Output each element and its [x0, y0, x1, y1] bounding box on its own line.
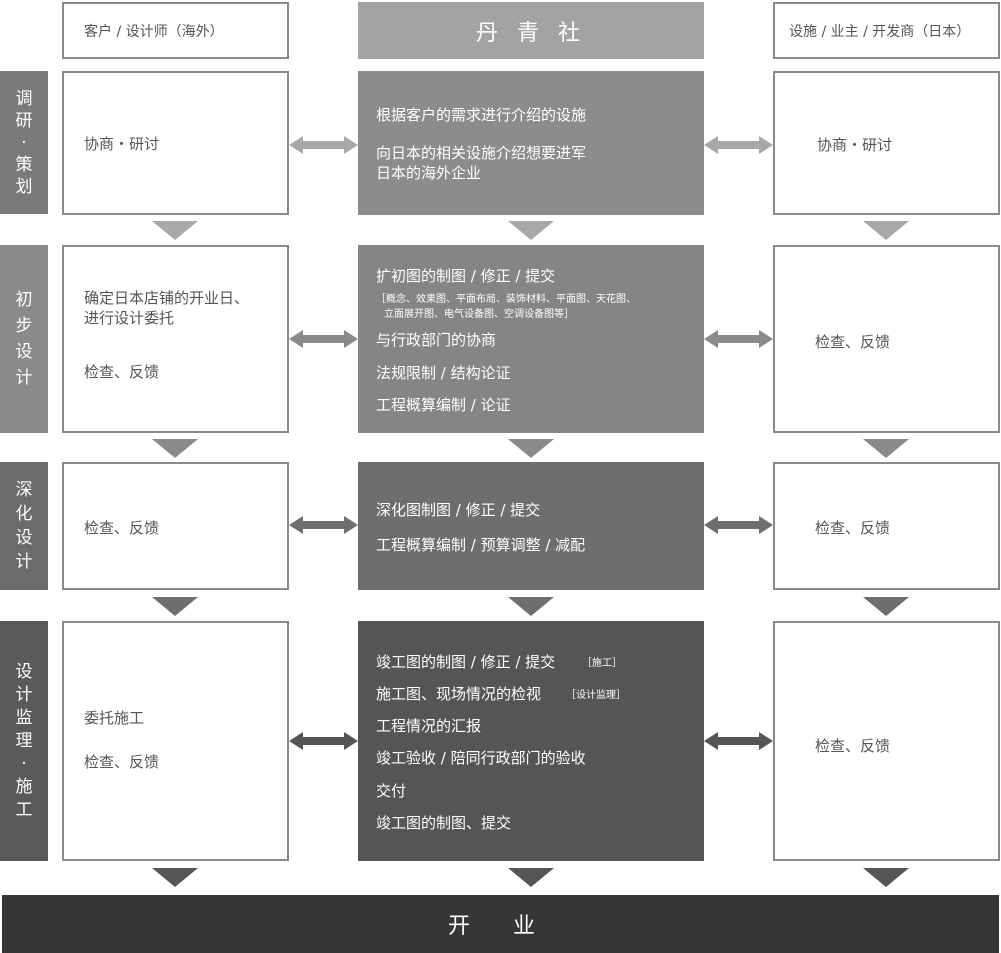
- owner-text: 检查、反馈: [815, 737, 891, 755]
- stage-char: ·: [21, 753, 27, 774]
- stage-char: 计: [15, 368, 33, 388]
- stage-char: 设: [15, 528, 33, 548]
- down-arrow-icon: [863, 439, 909, 458]
- header-right: 设施 / 业主 / 开发商（日本）: [773, 2, 1000, 59]
- header-left: 客户 / 设计师（海外）: [62, 2, 289, 59]
- danqing-box-preliminary: 扩初图的制图 / 修正 / 提交 ［概念、效果图、平面布局、装饰材料、平面图、天…: [358, 245, 704, 433]
- opening-banner: 开 业: [2, 895, 999, 953]
- client-box-construction: 委托施工 检查、反馈: [62, 621, 289, 861]
- stage-char: ·: [21, 132, 27, 153]
- down-arrow-icon: [863, 221, 909, 240]
- client-text: 进行设计委托: [84, 309, 175, 327]
- stage-char: 调: [15, 88, 33, 109]
- danqing-text: 工程概算编制 / 论证: [376, 396, 511, 414]
- stage-char: 研: [15, 110, 33, 131]
- down-arrow-icon: [863, 868, 909, 887]
- opening-text: 开 业: [448, 914, 553, 939]
- danqing-note: ［施工］: [582, 658, 622, 669]
- client-text: 确定日本店铺的开业日、: [84, 289, 250, 307]
- danqing-text: 工程概算编制 / 预算调整 / 减配: [376, 536, 586, 554]
- stage-char: 监: [15, 707, 33, 728]
- danqing-text: 深化图制图 / 修正 / 提交: [376, 501, 541, 519]
- down-arrow-icon: [508, 439, 554, 458]
- client-text: 检查、反馈: [84, 753, 160, 771]
- client-text: 委托施工: [84, 709, 145, 727]
- double-arrow-icon: [289, 136, 358, 154]
- header-left-text: 客户 / 设计师（海外）: [84, 23, 224, 40]
- down-arrow-icon: [508, 221, 554, 240]
- stage-char: 设: [15, 661, 33, 682]
- stage-char: 初: [15, 290, 33, 310]
- client-box-preliminary: 确定日本店铺的开业日、 进行设计委托 检查、反馈: [62, 245, 289, 433]
- stage-char: 计: [15, 684, 33, 705]
- danqing-box-detailed: 深化图制图 / 修正 / 提交 工程概算编制 / 预算调整 / 减配: [358, 462, 704, 590]
- stage-char: 划: [15, 176, 33, 197]
- double-arrow-icon: [704, 732, 773, 750]
- owner-box-construction: 检查、反馈: [773, 621, 1000, 861]
- header-center-text: 丹 青 社: [476, 20, 586, 46]
- down-arrow-icon: [152, 868, 198, 887]
- double-arrow-icon: [289, 330, 358, 348]
- stage-preliminary-design: 初 步 设 计: [0, 245, 48, 433]
- danqing-text: 法规限制 / 结构论证: [376, 364, 511, 382]
- stage-char: 策: [15, 154, 33, 175]
- double-arrow-icon: [704, 516, 773, 534]
- danqing-text: 扩初图的制图 / 修正 / 提交: [376, 267, 556, 285]
- stage-research: 调 研 · 策 划: [0, 71, 48, 214]
- down-arrow-icon: [152, 221, 198, 240]
- danqing-text: 工程情况的汇报: [376, 717, 482, 735]
- stage-supervision-construction: 设 计 监 理 · 施 工: [0, 621, 48, 861]
- down-arrow-icon: [863, 597, 909, 616]
- double-arrow-icon: [704, 330, 773, 348]
- client-text: 协商・研讨: [84, 135, 160, 153]
- client-box-detailed: 检查、反馈: [62, 462, 289, 590]
- client-text: 检查、反馈: [84, 363, 160, 381]
- owner-box-detailed: 检查、反馈: [773, 462, 1000, 590]
- owner-text: 检查、反馈: [815, 519, 891, 537]
- danqing-note: 立面展开图、电气设备图、空调设备图等］: [384, 309, 574, 320]
- danqing-note: ［概念、效果图、平面布局、装饰材料、平面图、天花图、: [376, 294, 636, 305]
- danqing-text: 竣工验收 / 陪同行政部门的验收: [376, 749, 586, 767]
- double-arrow-icon: [289, 732, 358, 750]
- stage-char: 计: [15, 552, 33, 572]
- stage-char: 步: [15, 316, 33, 336]
- danqing-text: 施工图、现场情况的检视: [376, 685, 542, 703]
- stage-detailed-design: 深 化 设 计: [0, 462, 48, 590]
- danqing-text: 根据客户的需求进行介绍的设施: [376, 106, 587, 124]
- danqing-box-research: 根据客户的需求进行介绍的设施 向日本的相关设施介绍想要进军 日本的海外企业: [358, 71, 704, 215]
- double-arrow-icon: [704, 136, 773, 154]
- danqing-note: ［设计监理］: [566, 690, 626, 701]
- client-text: 检查、反馈: [84, 519, 160, 537]
- danqing-text: 与行政部门的协商: [376, 331, 497, 349]
- danqing-box-construction: 竣工图的制图 / 修正 / 提交 ［施工］ 施工图、现场情况的检视 ［设计监理］…: [358, 621, 704, 861]
- danqing-text: 日本的海外企业: [376, 164, 482, 182]
- stage-char: 深: [15, 480, 33, 500]
- stage-char: 工: [15, 799, 33, 820]
- down-arrow-icon: [152, 597, 198, 616]
- stage-char: 理: [15, 730, 33, 751]
- danqing-text: 竣工图的制图 / 修正 / 提交: [376, 653, 556, 671]
- header-center: 丹 青 社: [358, 2, 704, 59]
- danqing-text: 交付: [376, 782, 407, 800]
- danqing-text: 竣工图的制图、提交: [376, 814, 512, 832]
- client-box-research: 协商・研讨: [62, 71, 289, 215]
- stage-char: 施: [15, 776, 33, 797]
- owner-box-research: 协商・研讨: [773, 71, 1000, 215]
- down-arrow-icon: [508, 868, 554, 887]
- owner-text: 协商・研讨: [817, 136, 893, 154]
- down-arrow-icon: [508, 597, 554, 616]
- double-arrow-icon: [289, 516, 358, 534]
- down-arrow-icon: [152, 439, 198, 458]
- stage-char: 化: [15, 504, 33, 524]
- owner-text: 检查、反馈: [815, 333, 891, 351]
- owner-box-preliminary: 检查、反馈: [773, 245, 1000, 433]
- danqing-text: 向日本的相关设施介绍想要进军: [376, 144, 587, 162]
- header-right-text: 设施 / 业主 / 开发商（日本）: [789, 23, 971, 40]
- stage-char: 设: [15, 342, 33, 362]
